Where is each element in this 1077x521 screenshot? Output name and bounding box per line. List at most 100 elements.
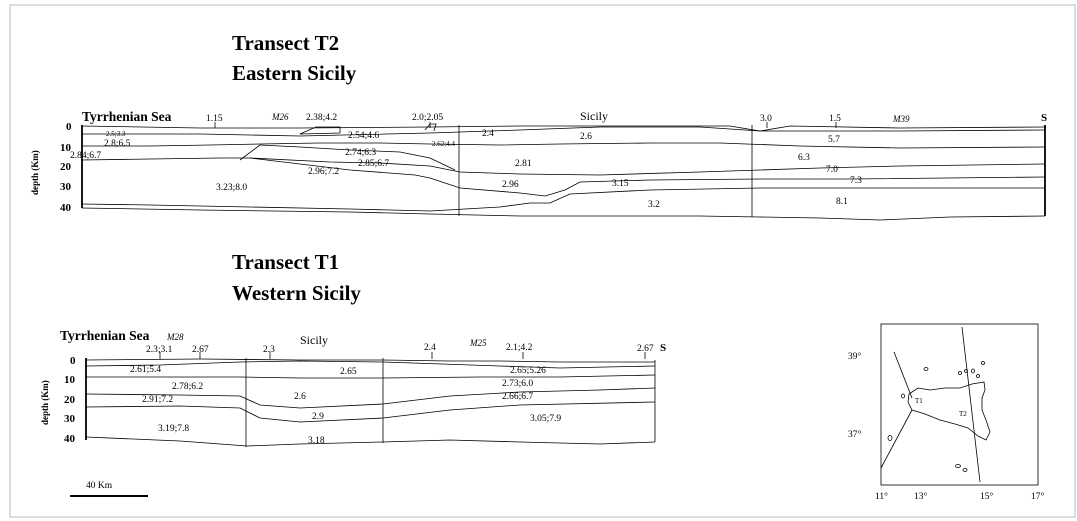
- t2-layer-label: 2.96;7.2: [308, 167, 339, 177]
- figure-frame: [9, 4, 1076, 518]
- t2-layer-label: 2.84;6.7: [70, 151, 101, 161]
- t2-layer-label: 8.1: [836, 197, 848, 207]
- map-lon-label: 13°: [914, 491, 928, 502]
- t2-layer-label: 5.7: [828, 135, 840, 145]
- transect-t2-line: [961, 326, 981, 483]
- island: [955, 464, 961, 468]
- t1-station: 2.67: [192, 345, 209, 355]
- map-lon-label: 17°: [1031, 491, 1045, 502]
- transect-t1-line: [893, 351, 913, 399]
- map-transect-label: T2: [959, 410, 967, 418]
- map-transect-label: T1: [915, 397, 923, 405]
- t2-station: M26: [271, 112, 289, 122]
- island: [923, 367, 929, 371]
- scale-bar: 40 Km: [70, 481, 148, 497]
- t1-station: 2.4: [424, 343, 436, 353]
- t1-layer-label: 2.73;6.0: [502, 379, 533, 389]
- t1-layer-label: 2.6: [294, 392, 306, 402]
- t2-layer-label: 7.0: [826, 165, 838, 175]
- t2-subtitle: Eastern Sicily: [232, 61, 357, 85]
- t2-layer-label: 3.23;8.0: [216, 183, 247, 193]
- t1-station-ticks: [159, 352, 646, 359]
- t2-ytick: 30: [60, 181, 72, 193]
- t1-station: 2.1;4.2: [506, 343, 533, 353]
- t2-layer-label: 2.85;6.7: [358, 159, 389, 169]
- t1-station: 2.3;3.1: [146, 345, 173, 355]
- t1-layer-label: 2.9: [312, 412, 324, 422]
- t2-ytick: 20: [60, 161, 72, 173]
- t2-layer-label: 3.15: [612, 179, 629, 189]
- t2-layer-label: 2.4: [482, 129, 494, 139]
- island: [962, 468, 968, 472]
- t2-layer-boundaries: [81, 123, 1046, 221]
- t1-station: M25: [469, 338, 487, 348]
- t2-sea-label: Tyrrhenian Sea: [82, 109, 172, 124]
- t2-yticks: 0 10 20 30 40: [60, 121, 72, 214]
- t2-layer-label: 3.2: [648, 200, 660, 210]
- t1-subtitle: Western Sicily: [232, 281, 361, 305]
- t1-station: M28: [166, 332, 184, 342]
- t2-ytick: 10: [60, 142, 72, 154]
- t2-station: 1.15: [206, 114, 223, 124]
- t1-layer-label: 2.66;6.7: [502, 392, 533, 402]
- island: [981, 361, 985, 365]
- t2-station: 1.5: [829, 114, 841, 124]
- t1-layer-label: 3.19;7.8: [158, 424, 189, 434]
- t2-end-label: S: [1041, 112, 1047, 124]
- island: [958, 371, 962, 375]
- t2-layer-label: 2.62;4.4: [432, 140, 455, 148]
- t1-ytick: 40: [64, 433, 76, 445]
- t1-ytick: 20: [64, 394, 76, 406]
- island: [901, 393, 905, 399]
- t2-layer-label: 2.96: [502, 180, 519, 190]
- map-lon-label: 11°: [875, 491, 888, 502]
- t2-station: 2.38;4.2: [306, 113, 337, 123]
- t2-station: 3.0: [760, 114, 772, 124]
- t2-layer-label: 2.81: [515, 159, 532, 169]
- t2-land-label: Sicily: [580, 109, 608, 123]
- t1-station: 2.3: [263, 345, 275, 355]
- transect-t1: Transect T1 Western Sicily Tyrrhenian Se…: [40, 250, 666, 447]
- t1-layer-label: 2.61;5.4: [130, 365, 161, 375]
- island: [971, 368, 975, 374]
- t2-station: M39: [892, 114, 910, 124]
- t2-title: Transect T2: [232, 31, 339, 55]
- t1-layer-boundaries: [85, 358, 656, 447]
- t1-layer-label: 3.18: [308, 436, 325, 446]
- t2-ytick: 0: [66, 121, 72, 133]
- t1-land-label: Sicily: [300, 333, 328, 347]
- t1-layer-label: 2.65: [340, 367, 357, 377]
- sicily-outline: [907, 381, 991, 441]
- t1-ytick: 0: [70, 355, 76, 367]
- t2-layer-label: 2.54;4.6: [348, 131, 379, 141]
- t2-ytick: 40: [60, 202, 72, 214]
- t2-ylabel: depth (Km): [30, 150, 40, 195]
- map-lat-label: 37°: [848, 429, 862, 440]
- t1-layer-label: 2.91;7.2: [142, 395, 173, 405]
- t1-ylabel: depth (Km): [40, 380, 50, 425]
- t2-layer-label: 2.5;3.3: [106, 130, 126, 138]
- scale-label: 40 Km: [86, 481, 113, 491]
- t1-ytick: 10: [64, 374, 76, 386]
- transect-t2: Transect T2 Eastern Sicily Tyrrhenian Se…: [30, 31, 1047, 221]
- t1-sea-label: Tyrrhenian Sea: [60, 328, 150, 343]
- t2-layer-label: 2.8;6.5: [104, 139, 131, 149]
- t1-end-label: S: [660, 342, 666, 354]
- t1-ytick: 30: [64, 413, 76, 425]
- t1-title: Transect T1: [232, 250, 339, 274]
- t1-yticks: 0 10 20 30 40: [64, 355, 76, 445]
- island: [976, 374, 980, 378]
- map-frame: [880, 323, 1039, 486]
- t1-station: 2.67: [637, 344, 654, 354]
- t2-layer-label: 2.6: [580, 132, 592, 142]
- t2-station: 2.0;2.05: [412, 113, 443, 123]
- island: [887, 435, 893, 441]
- t2-layer-label: 2.74;6.3: [345, 148, 376, 158]
- t1-layer-label: 3.05;7.9: [530, 414, 561, 424]
- t1-layer-label: 2.65;5.26: [510, 366, 546, 376]
- t2-layer-label: 7.3: [850, 176, 862, 186]
- t1-layer-label: 2.78;6.2: [172, 382, 203, 392]
- t2-layer-label: 6.3: [798, 153, 810, 163]
- location-map: 39° 37° 11° 13° 15° 17° T1 T2: [848, 323, 1045, 502]
